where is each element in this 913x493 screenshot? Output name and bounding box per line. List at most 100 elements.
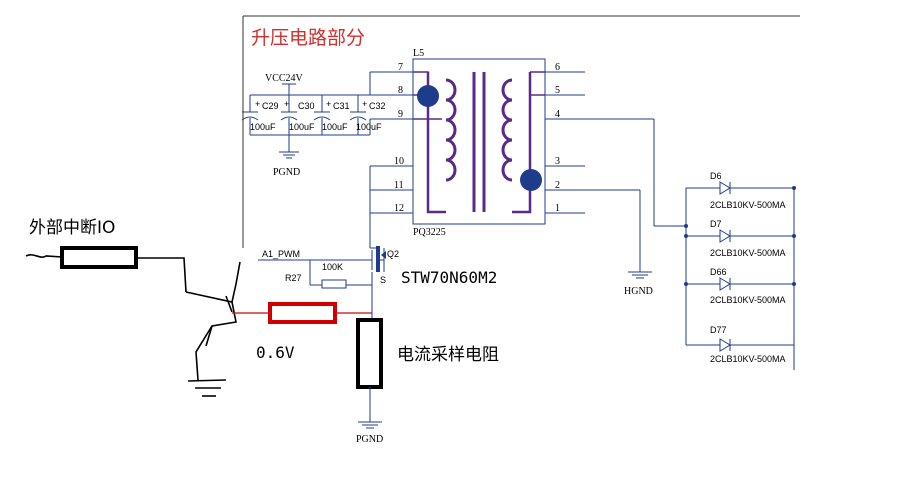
diode-ref: D66: [710, 267, 727, 277]
pin-number: 11: [394, 180, 404, 191]
cap-plate: [313, 116, 331, 121]
junction-dot: [792, 186, 796, 190]
capacitor-c32: + C32 100uF: [349, 95, 386, 135]
secondary-frame: [512, 72, 532, 214]
cap-value: 100uF: [250, 122, 276, 132]
transformer-left-pins: 7 8 9 10 11 12: [370, 62, 413, 214]
secondary-leads: [530, 71, 545, 96]
mosfet-channel: [376, 246, 380, 272]
capacitor-c30: + C30 100uF: [280, 95, 315, 135]
primary-coil: [445, 78, 457, 182]
pin-number: 8: [398, 85, 403, 96]
cap-polarity: +: [326, 99, 331, 109]
polarity-dot: [520, 169, 542, 191]
diode-d6: D6 2CLB10KV-500MA: [686, 171, 794, 210]
cap-ref: C29: [262, 101, 279, 111]
gate-net-label: A1_PWM: [262, 249, 300, 259]
hand-wire: [25, 254, 63, 258]
cap-polarity: +: [362, 99, 367, 109]
hgnd-label: HGND: [624, 286, 653, 297]
diode-triangle: [719, 277, 731, 291]
pin-number: 9: [398, 109, 403, 120]
cap-polarity: +: [284, 99, 289, 109]
diode-d77: D77 2CLB10KV-500MA: [686, 325, 794, 364]
junction-dot: [684, 234, 688, 238]
secondary-coil: [501, 78, 513, 182]
transformer-part: PQ3225: [413, 227, 446, 238]
red-resistor: [268, 302, 337, 324]
mosfet-source-pin: S: [380, 275, 386, 285]
mosfet-part-label: STW70N60M2: [401, 268, 497, 287]
transistor-collector: [185, 261, 241, 303]
transformer-body: [412, 58, 546, 225]
transistor-leg: [205, 325, 213, 347]
diode-ref: D6: [710, 171, 722, 181]
cap-ref: C31: [333, 101, 350, 111]
sense-resistor-label: 电流采样电阻: [397, 345, 499, 365]
diode-triangle: [719, 181, 731, 195]
hand-ground: [187, 379, 227, 382]
pin-number: 4: [555, 109, 560, 120]
pin-number: 7: [398, 62, 403, 73]
circuit-title: 升压电路部分: [251, 27, 365, 49]
cap-ref: C32: [369, 101, 386, 111]
resistor-ref: R27: [285, 273, 302, 283]
diode-triangle: [719, 338, 731, 352]
hand-wire: [136, 257, 187, 293]
diode-d66: D66 2CLB10KV-500MA: [686, 267, 794, 305]
pin-number: 12: [394, 203, 404, 214]
junction-dot: [684, 282, 688, 286]
polarity-dot: [417, 85, 439, 107]
pin-number: 6: [555, 62, 560, 73]
pin-number: 3: [555, 156, 560, 167]
cap-value: 100uF: [322, 122, 348, 132]
cap-ref: C30: [298, 101, 315, 111]
diode-part: 2CLB10KV-500MA: [710, 200, 786, 210]
diode-part: 2CLB10KV-500MA: [710, 248, 786, 258]
resistor-body: [321, 279, 347, 289]
mosfet-q2: Q2 S A1_PWM STW70N60M2: [258, 166, 497, 287]
mosfet-diode: [381, 251, 386, 259]
hv-ground: HGND: [585, 189, 653, 297]
ground-label: PGND: [273, 167, 300, 178]
diode-ref: D77: [710, 325, 727, 335]
diode-d7: D7 2CLB10KV-500MA: [686, 219, 794, 258]
cap-plate: [280, 116, 298, 121]
hand-drawn-overlay: 外部中断IO 0.6V 电流采样电阻 PGND: [25, 218, 499, 445]
supply-label: VCC24V: [265, 73, 304, 84]
cap-value: 100uF: [289, 122, 315, 132]
cap-polarity: +: [255, 99, 260, 109]
diode-part: 2CLB10KV-500MA: [710, 295, 786, 305]
junction-dot: [792, 234, 796, 238]
primary-frame: [426, 72, 446, 214]
diode-ref: D7: [710, 219, 722, 229]
resistor-value: 100K: [322, 262, 343, 272]
transformer-ref: L5: [413, 48, 424, 59]
cap-value: 100uF: [356, 122, 382, 132]
capacitor-c29: + C29 100uF: [241, 95, 279, 135]
sense-ground-label: PGND: [356, 434, 383, 445]
current-sense-resistor: [356, 318, 383, 389]
pin-number: 1: [555, 203, 560, 214]
diode-triangle: [719, 229, 731, 243]
input-resistor: [60, 246, 138, 269]
transformer-right-pins: 6 5 4 3 2 1: [545, 62, 585, 214]
cap-plate: [241, 116, 259, 121]
transformer-l5: L5 PQ3225 7 8 9 10 11 12 6 5: [370, 48, 585, 238]
pin-number: 10: [394, 156, 404, 167]
diode-array: D6 2CLB10KV-500MA D7 2CLB10KV-500MA D66 …: [585, 118, 796, 370]
external-interrupt-label: 外部中断IO: [29, 218, 115, 238]
transistor-base: [225, 295, 233, 313]
diode-part: 2CLB10KV-500MA: [710, 354, 786, 364]
pin-number: 2: [555, 180, 560, 191]
transistor-emitter: [195, 301, 237, 381]
mosfet-ref: Q2: [387, 249, 399, 259]
cap-plate: [349, 116, 367, 121]
voltage-label: 0.6V: [256, 343, 295, 362]
junction-dot: [792, 282, 796, 286]
capacitor-c31: + C31 100uF: [313, 95, 350, 135]
input-supply: VCC24V PGND: [250, 72, 371, 178]
resistor-r27: 100K R27: [285, 262, 372, 289]
pin-number: 5: [555, 85, 560, 96]
